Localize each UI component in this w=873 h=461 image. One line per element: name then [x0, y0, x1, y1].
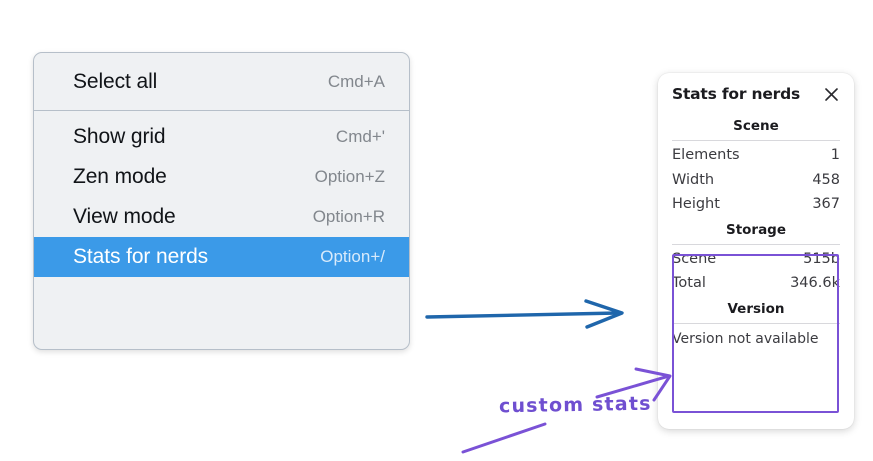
stats-section-scene: Scene Elements 1 Width 458 Height 367 [672, 113, 840, 217]
stats-section-heading: Storage [725, 221, 787, 238]
stats-row-scene-storage: Scene 515b [672, 247, 840, 272]
stats-for-nerds-panel: Stats for nerds Scene Elements 1 Width 4… [658, 73, 854, 429]
menu-section-general: Select all Cmd+A [34, 53, 409, 110]
stats-section-storage: Storage Scene 515b Total 346.6k [672, 217, 840, 296]
stats-divider [672, 243, 840, 245]
canvas-context-menu: Select all Cmd+A Show grid Cmd+' Zen mod… [33, 52, 410, 350]
stats-row-key: Total [672, 275, 706, 292]
stats-divider [672, 140, 840, 141]
stats-row-key: Scene [672, 250, 717, 267]
menu-item-label: Select all [73, 70, 158, 93]
stats-panel-title: Stats for nerds [672, 85, 801, 103]
stats-row-elements: Elements 1 [672, 143, 840, 168]
stats-row-value: 1 [830, 147, 840, 163]
stats-version-note: Version not available [672, 330, 819, 347]
menu-item-show-grid[interactable]: Show grid Cmd+' [34, 117, 409, 157]
stats-row-key: Elements [672, 147, 740, 163]
stats-section-heading: Scene [733, 118, 779, 134]
stats-row-value: 515b [803, 250, 840, 267]
stats-section-version: Version Version not available [672, 296, 840, 349]
stats-section-heading: Version [727, 300, 785, 317]
menu-divider [34, 110, 409, 111]
stats-row-value: 346.6k [790, 275, 840, 292]
menu-item-select-all[interactable]: Select all Cmd+A [34, 62, 409, 102]
menu-item-shortcut: Option+R [312, 207, 385, 226]
menu-item-shortcut: Cmd+A [327, 72, 385, 91]
menu-item-shortcut: Option+Z [314, 167, 385, 186]
menu-item-label: Stats for nerds [73, 245, 209, 268]
stats-row-key: Width [672, 171, 715, 188]
menu-item-shortcut: Option+/ [320, 247, 385, 266]
menu-item-view-mode[interactable]: View mode Option+R [34, 197, 409, 237]
menu-item-stats-for-nerds[interactable]: Stats for nerds Option+/ [34, 237, 409, 277]
stats-row-total-storage: Total 346.6k [672, 271, 840, 296]
stats-row-height: Height 367 [672, 192, 840, 217]
blue-arrow-annotation [425, 299, 624, 329]
stats-row-value: 458 [812, 171, 840, 188]
menu-item-label: Show grid [73, 125, 166, 148]
menu-item-label: Zen mode [73, 165, 167, 188]
menu-item-zen-mode[interactable]: Zen mode Option+Z [34, 157, 409, 197]
custom-stats-callout-label: custom stats [498, 392, 652, 418]
stats-row-value: 367 [812, 196, 840, 213]
purple-underline-annotation [461, 422, 547, 454]
stats-row-key: Height [672, 196, 720, 213]
menu-item-shortcut: Cmd+' [335, 127, 385, 146]
stats-panel-header: Stats for nerds [672, 85, 840, 103]
menu-section-view: Show grid Cmd+' Zen mode Option+Z View m… [34, 111, 409, 283]
menu-item-label: View mode [73, 205, 176, 228]
stats-row-width: Width 458 [672, 168, 840, 193]
close-icon[interactable] [823, 86, 840, 103]
stats-divider [672, 322, 840, 324]
